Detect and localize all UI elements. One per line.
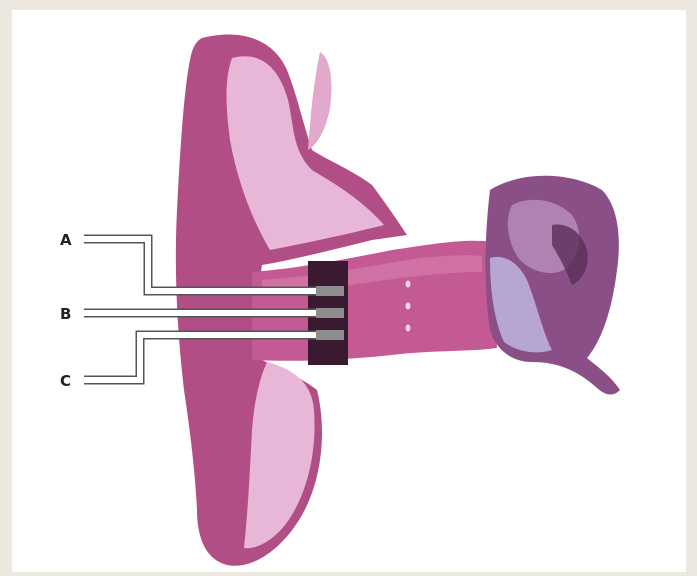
- canal-marker: [406, 325, 411, 332]
- sensor-pad-b: [316, 308, 344, 318]
- outer-ear-helix-crest: [308, 52, 332, 150]
- diagram-panel: A B C: [12, 10, 686, 572]
- sensor-pad-c: [316, 330, 344, 340]
- label-b: B: [60, 305, 71, 323]
- ear-anatomy-diagram: A B C: [12, 10, 686, 572]
- label-a: A: [60, 231, 72, 249]
- canal-marker: [406, 281, 411, 288]
- label-c: C: [60, 372, 71, 390]
- canal-marker: [406, 303, 411, 310]
- sensor-pad-a: [316, 286, 344, 296]
